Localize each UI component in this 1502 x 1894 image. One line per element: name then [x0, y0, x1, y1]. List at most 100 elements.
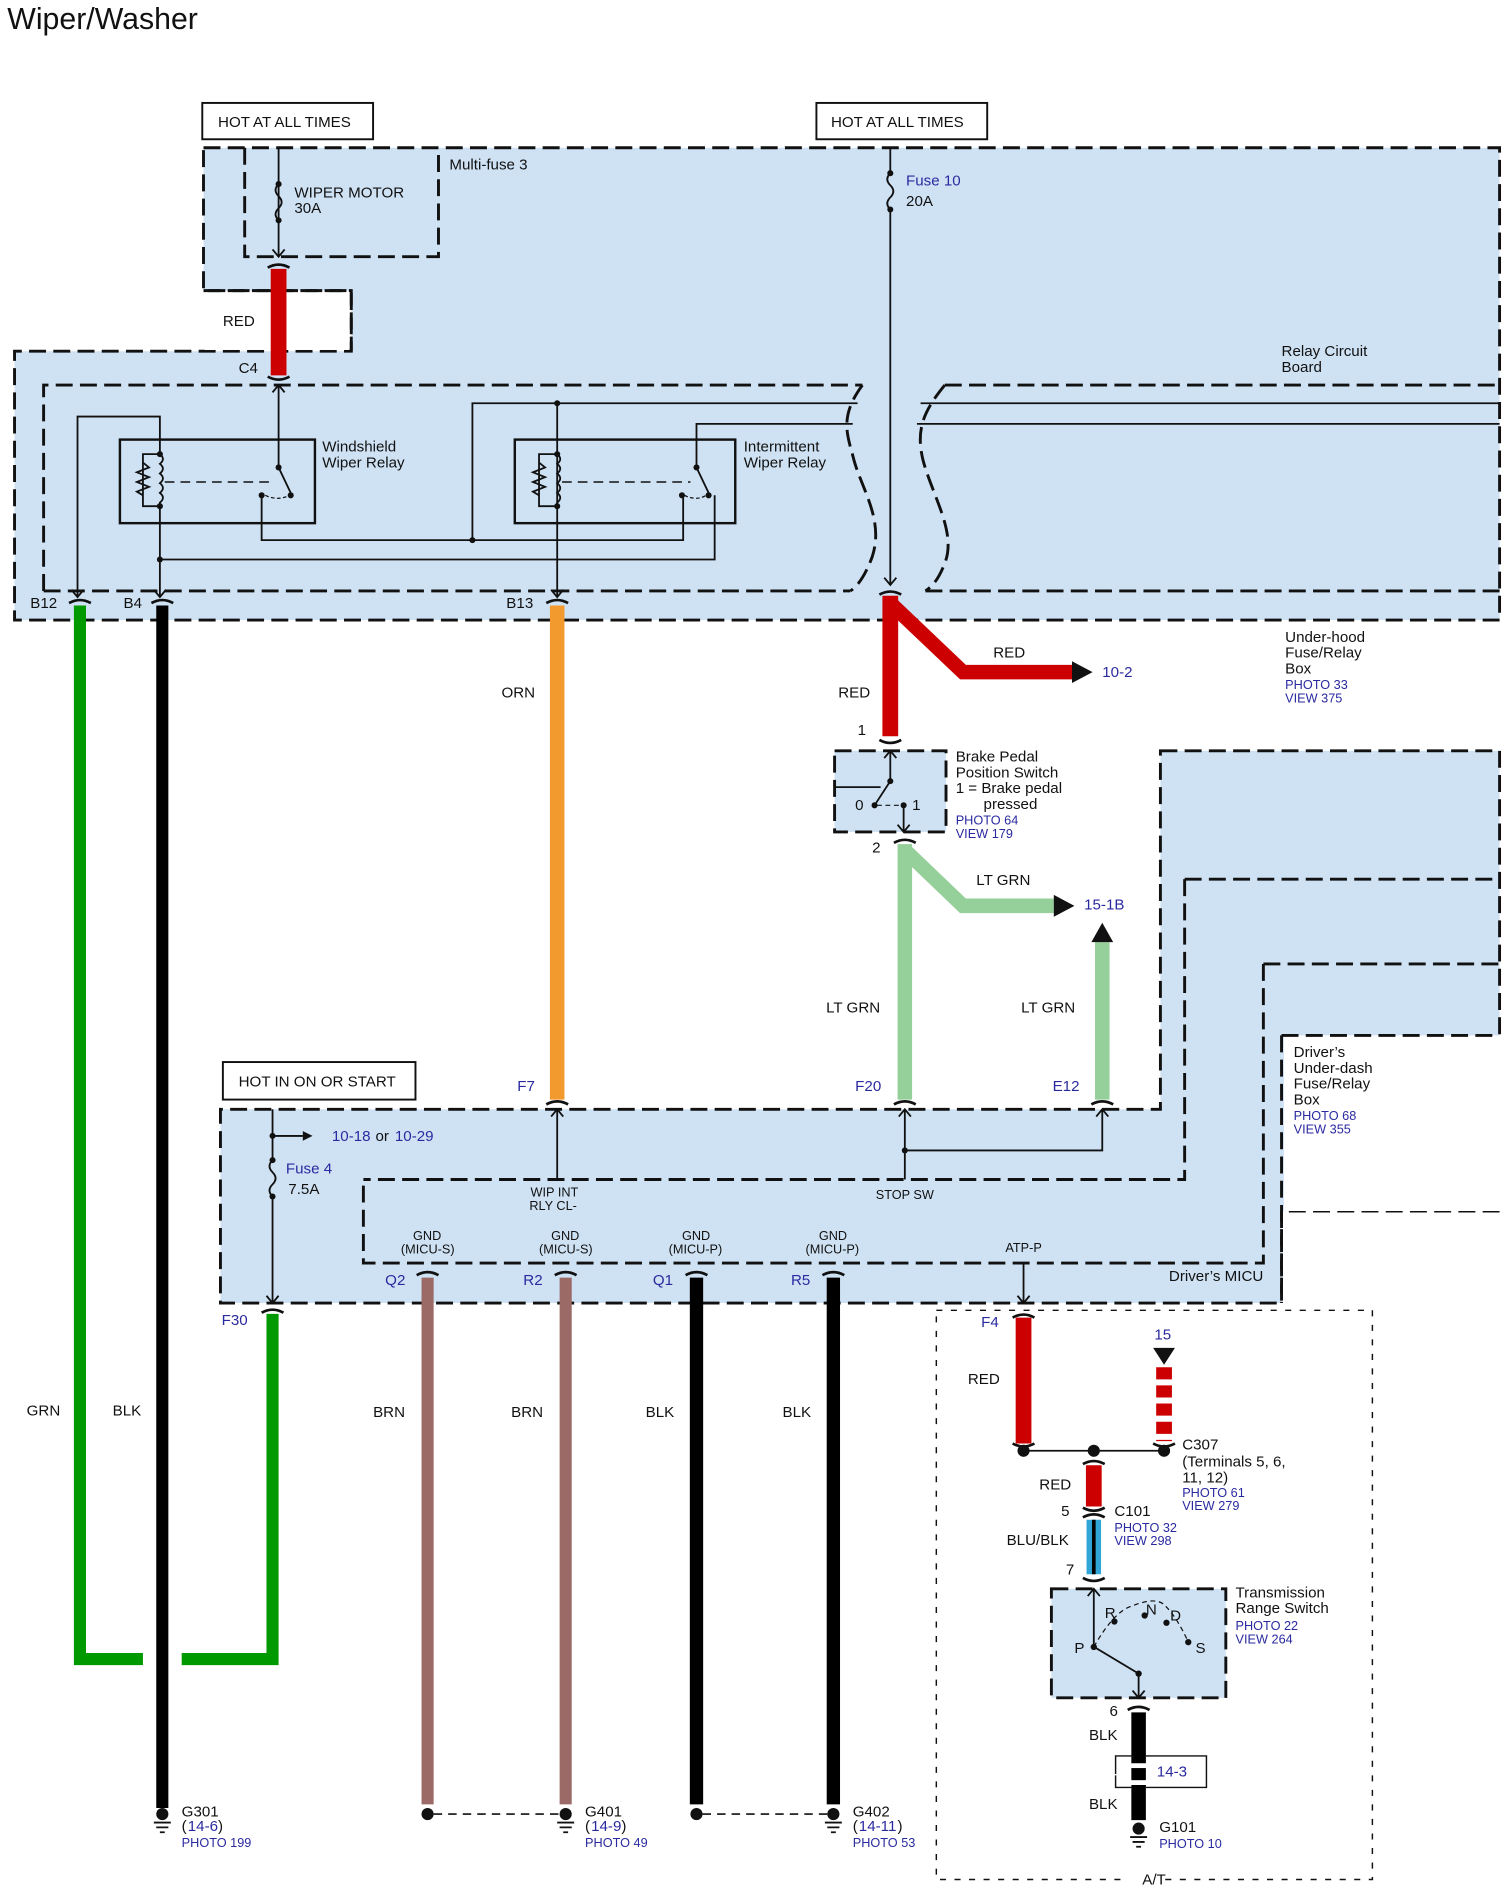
c101-pin-5: 5	[1061, 1503, 1069, 1520]
power-label-hot-at-all-times-2: HOT AT ALL TIMES	[815, 101, 989, 141]
wire-grn: GRN	[27, 598, 285, 1666]
ground-paren-close: )	[621, 1818, 626, 1835]
c101-view-link[interactable]: VIEW 298	[1114, 1533, 1171, 1548]
brake-pedal-position-switch: 1 0 1 2 Brake Pedal Position Switch 1 = …	[833, 722, 1062, 857]
wire-color-label: RED	[993, 645, 1025, 662]
power-label-text: HOT AT ALL TIMES	[218, 114, 351, 131]
brake-pos-0: 0	[855, 797, 863, 814]
connector-r5: R5	[791, 1272, 810, 1289]
c307-line2: (Terminals 5, 6,	[1182, 1454, 1285, 1471]
power-label-hot-in-on-or-start: HOT IN ON OR START	[221, 1061, 417, 1101]
ground-photo-link[interactable]: PHOTO 10	[1159, 1836, 1222, 1851]
trs-view-link[interactable]: VIEW 264	[1236, 1631, 1293, 1646]
wire-orn: ORN F7	[501, 598, 569, 1106]
fuse-10-rating: 20A	[906, 193, 934, 210]
connector-f20: F20	[855, 1078, 881, 1095]
ground-name: G402	[853, 1803, 890, 1820]
ref-link-10-29[interactable]: 10-29	[395, 1128, 434, 1145]
multi-fuse-box-outline	[243, 147, 440, 259]
intermittent-relay-label-1: Intermittent	[744, 439, 820, 456]
ground-photo-link[interactable]: PHOTO 199	[182, 1835, 252, 1850]
c307-name: C307	[1182, 1437, 1218, 1454]
ground-ref-link[interactable]: 14-11	[859, 1818, 897, 1835]
wiper-motor-fuse-name: WIPER MOTOR	[294, 184, 404, 201]
gnd-label-2: GND	[551, 1228, 579, 1243]
relay-board-break-left	[845, 384, 878, 593]
power-label-hot-at-all-times-1: HOT AT ALL TIMES	[201, 101, 375, 141]
at-label: A/T	[1142, 1871, 1166, 1888]
ground-photo-link[interactable]: PHOTO 53	[853, 1835, 916, 1850]
c307-photo-link[interactable]: PHOTO 61	[1182, 1485, 1245, 1500]
c101-photo-link[interactable]: PHOTO 32	[1114, 1520, 1177, 1535]
brake-switch-label-3: 1 = Brake pedal	[956, 780, 1062, 797]
connector-f30: F30	[222, 1312, 248, 1329]
micu-outline	[361, 963, 1265, 1265]
micu-wip-int-1: WIP INT	[531, 1184, 579, 1199]
micu-wip-int-2: RLY CL-	[529, 1198, 577, 1213]
ground-ref-link[interactable]: 14-6	[188, 1818, 218, 1835]
ground-name: G301	[182, 1803, 219, 1820]
underdash-view-link[interactable]: VIEW 355	[1294, 1121, 1351, 1136]
connector-b12: B12	[30, 595, 57, 612]
wire-color-label: BRN	[373, 1404, 405, 1421]
underdash-fuse-relay-box: Driver’s Under-dash Fuse/Relay Box PHOTO…	[219, 749, 1502, 1305]
relay-board-label-1: Relay Circuit	[1282, 343, 1369, 360]
multi-fuse-label: Multi-fuse 3	[449, 157, 527, 174]
wiper-motor-fuse-rating: 30A	[294, 200, 322, 217]
fuse-10: Fuse 10 20A	[883, 147, 961, 587]
ref-link-15[interactable]: 15	[1154, 1326, 1171, 1343]
gnd-label-4: GND	[819, 1228, 847, 1243]
underdash-label-4: Box	[1294, 1091, 1321, 1108]
intermittent-relay-label-2: Wiper Relay	[744, 454, 827, 471]
ground-ref-link[interactable]: 14-9	[591, 1818, 621, 1835]
wire-color-label: LT GRN	[976, 872, 1030, 889]
underhood-label-2: Fuse/Relay	[1285, 645, 1362, 662]
ground-icon	[559, 1808, 572, 1821]
micu-stop-sw: STOP SW	[876, 1187, 934, 1202]
micu-ground-terminals: GND (MICU-S) GND (MICU-S) GND (MICU-P) G…	[385, 1228, 859, 1289]
arrow-down-icon	[1153, 1347, 1175, 1365]
wire-color-label: BLU/BLK	[1007, 1532, 1069, 1549]
connector-q1: Q1	[653, 1272, 673, 1289]
ground-name: G101	[1159, 1819, 1196, 1836]
ref-link-10-2[interactable]: 10-2	[1102, 664, 1132, 681]
c307-view-link[interactable]: VIEW 279	[1182, 1498, 1239, 1513]
ground-photo-link[interactable]: PHOTO 49	[585, 1835, 648, 1850]
micu-atp-p: ATP-P	[1005, 1240, 1041, 1255]
underhood-fuse-relay-box: Multi-fuse 3 Relay Circuit Board Under-h…	[13, 146, 1502, 705]
brake-switch-label-2: Position Switch	[956, 764, 1059, 781]
brake-switch-photo-link[interactable]: PHOTO 64	[956, 813, 1019, 828]
ground-icon	[827, 1808, 840, 1821]
relay-board-left-outline	[42, 383, 863, 591]
transmission-range-switch: Transmission Range Switch PHOTO 22 VIEW …	[1049, 1584, 1329, 1720]
ground-name: G401	[585, 1803, 622, 1820]
brake-pin-2: 2	[872, 840, 880, 857]
underdash-photo-link[interactable]: PHOTO 68	[1294, 1108, 1357, 1123]
wire-color-label: BLK	[1089, 1727, 1118, 1744]
wire-blk-b4: BLK	[113, 598, 174, 1809]
ref-link-14-3[interactable]: 14-3	[1157, 1764, 1187, 1781]
power-label-text: HOT AT ALL TIMES	[831, 114, 964, 131]
connector-b13: B13	[506, 595, 533, 612]
trs-photo-link[interactable]: PHOTO 22	[1236, 1618, 1299, 1633]
underhood-label-1: Under-hood	[1285, 629, 1365, 646]
gnd-sub-1: (MICU-S)	[401, 1241, 455, 1256]
ground-icon	[1132, 1822, 1145, 1835]
wire-color-label: BRN	[511, 1404, 543, 1421]
trs-pin-6: 6	[1110, 1703, 1118, 1720]
ref-link-10-18[interactable]: 10-18	[332, 1128, 371, 1145]
wire-color-label: RED	[223, 313, 255, 330]
ref-link-15-1b[interactable]: 15-1B	[1084, 896, 1124, 913]
wire-blk-g101: 14-3 BLK BLK G101 PHOTO 10	[1089, 1705, 1222, 1851]
fuse-10-name: Fuse 10	[906, 172, 961, 189]
wire-color-label: BLK	[113, 1403, 142, 1420]
connector-f4: F4	[981, 1314, 999, 1331]
power-label-text: HOT IN ON OR START	[239, 1073, 396, 1090]
underdash-label-2: Under-dash	[1294, 1060, 1373, 1077]
underhood-photo-link[interactable]: PHOTO 33	[1285, 677, 1348, 692]
trs-pos-s: S	[1196, 1640, 1206, 1657]
underhood-view-link[interactable]: VIEW 375	[1285, 690, 1342, 705]
arrow-right-icon	[1053, 894, 1075, 917]
brake-switch-view-link[interactable]: VIEW 179	[956, 826, 1013, 841]
